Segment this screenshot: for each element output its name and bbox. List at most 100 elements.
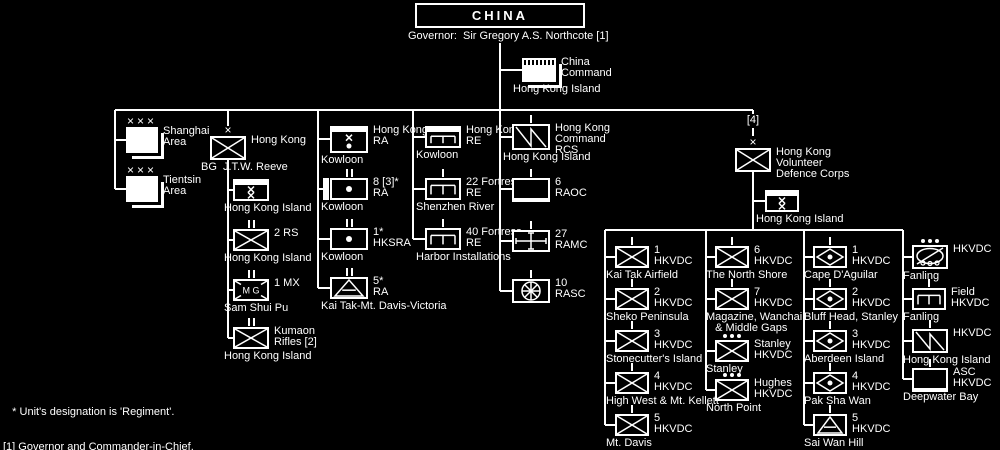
infantry-icon	[235, 231, 267, 249]
unit-symbol-box	[233, 327, 269, 349]
echelon-ii-mark	[229, 268, 273, 278]
unit-name-line: HKVDC	[953, 327, 992, 339]
infantry-icon	[717, 248, 747, 266]
unit-symbol-box	[912, 288, 946, 310]
unit-name-line: RE	[466, 187, 482, 199]
unit-location-line: Hong Kong Island	[224, 350, 312, 362]
supply-icon	[514, 180, 548, 198]
coast-icon	[815, 248, 845, 266]
echelon-i-mark	[908, 357, 952, 367]
unit-location-line: Mt. Davis	[606, 437, 652, 449]
unit-name-line: Hong Kong	[373, 124, 429, 136]
eng-hq-icon	[427, 128, 459, 144]
unit-location: Hong Kong Island	[224, 203, 311, 214]
unit-location: Fanling	[903, 271, 939, 282]
unit-location-line: Sai Wan Hill	[804, 437, 864, 449]
unit-name: 2 RS	[274, 228, 298, 239]
unit-symbol-box	[765, 190, 799, 212]
echelon-ii-mark	[229, 218, 273, 228]
unit-name: 1*HKSRA	[373, 227, 411, 249]
china-title-box: CHINA	[415, 3, 585, 28]
arty-hq-icon	[332, 128, 366, 149]
unit-name: 8 [3]*RA	[373, 177, 399, 199]
unit-name-line: Hong Kong	[466, 124, 522, 136]
unit-name-line: Hughes	[754, 377, 792, 389]
unit-name-line: RAOC	[555, 187, 587, 199]
unit-location-line: Kowloon	[321, 154, 364, 166]
unit-name-line: HKVDC	[754, 388, 793, 400]
footnote-1: [1] Governor and Commander-in-Chief.	[3, 440, 194, 450]
unit-symbol-box	[522, 58, 556, 82]
service-bar	[512, 198, 550, 202]
unit-location: Harbor Installations	[416, 252, 511, 263]
unit-symbol-box	[715, 246, 749, 268]
unit-location-line: Pak Sha Wan	[804, 395, 871, 407]
echelon-i-mark	[421, 167, 465, 177]
unit-symbol-box	[615, 372, 649, 394]
unit-name-line: HKVDC	[654, 339, 693, 351]
unit-symbol-box	[330, 228, 368, 250]
infantry-icon	[617, 248, 647, 266]
armcar-icon	[916, 247, 944, 267]
eng-icon	[917, 294, 941, 305]
unit-name-line: HKVDC	[754, 349, 793, 361]
unit-name-line: 40 Fortress	[466, 226, 522, 238]
unit-location: Kai Tak-Mt. Davis-Victoria	[321, 301, 447, 312]
echelon-ii-mark	[326, 167, 372, 177]
infantry-icon	[617, 416, 647, 434]
unit-location-line: Hong Kong Island	[903, 354, 991, 366]
unit-location-line: Sheko Peninsula	[606, 311, 689, 323]
unit-name-line: Tientsin	[163, 174, 202, 186]
echelon-dots-mark	[908, 234, 952, 244]
unit-symbol-box	[615, 414, 649, 436]
unit-signals-hkvdc: HKVDC Hong Kong Island	[903, 320, 992, 366]
unit-name-line: 6	[754, 244, 761, 256]
unit-symbol-box	[512, 279, 550, 303]
unit-name-line: RA	[373, 286, 389, 298]
unit-name-line: Command	[555, 133, 606, 145]
unit-symbol-box: M G	[233, 279, 269, 301]
infantry-icon	[617, 332, 647, 350]
unit-name-line: HKVDC	[754, 297, 793, 309]
unit-name-line: Field	[951, 286, 975, 298]
signals-icon	[915, 331, 945, 351]
unit-name-line: Area	[163, 136, 187, 148]
echelon-i-mark	[421, 217, 465, 227]
unit-symbol-box	[330, 126, 368, 153]
unit-location: Bluff Head, Stanley	[804, 312, 898, 323]
unit-name-line: RA	[373, 135, 389, 147]
unit-symbol-box	[912, 245, 948, 269]
unit-location-line: Harbor Installations	[416, 251, 511, 263]
unit-location: Magazine, Wanchai & Middle Gaps	[706, 312, 802, 334]
echelon-i-mark	[611, 277, 653, 287]
unit-symbol-box	[425, 126, 461, 148]
unit-location-line: Kowloon	[321, 251, 364, 263]
unit-symbol-box	[813, 288, 847, 310]
unit-name-line: HKVDC	[951, 297, 990, 309]
unit-name-line: 1	[852, 244, 859, 256]
echelon-ii-mark	[326, 217, 372, 227]
unit-location-line: Shenzhen River	[416, 201, 495, 213]
unit-location: Pak Sha Wan	[804, 396, 871, 407]
unit-location-line: Kowloon	[416, 149, 459, 161]
unit-name-line: 1*	[373, 226, 384, 238]
